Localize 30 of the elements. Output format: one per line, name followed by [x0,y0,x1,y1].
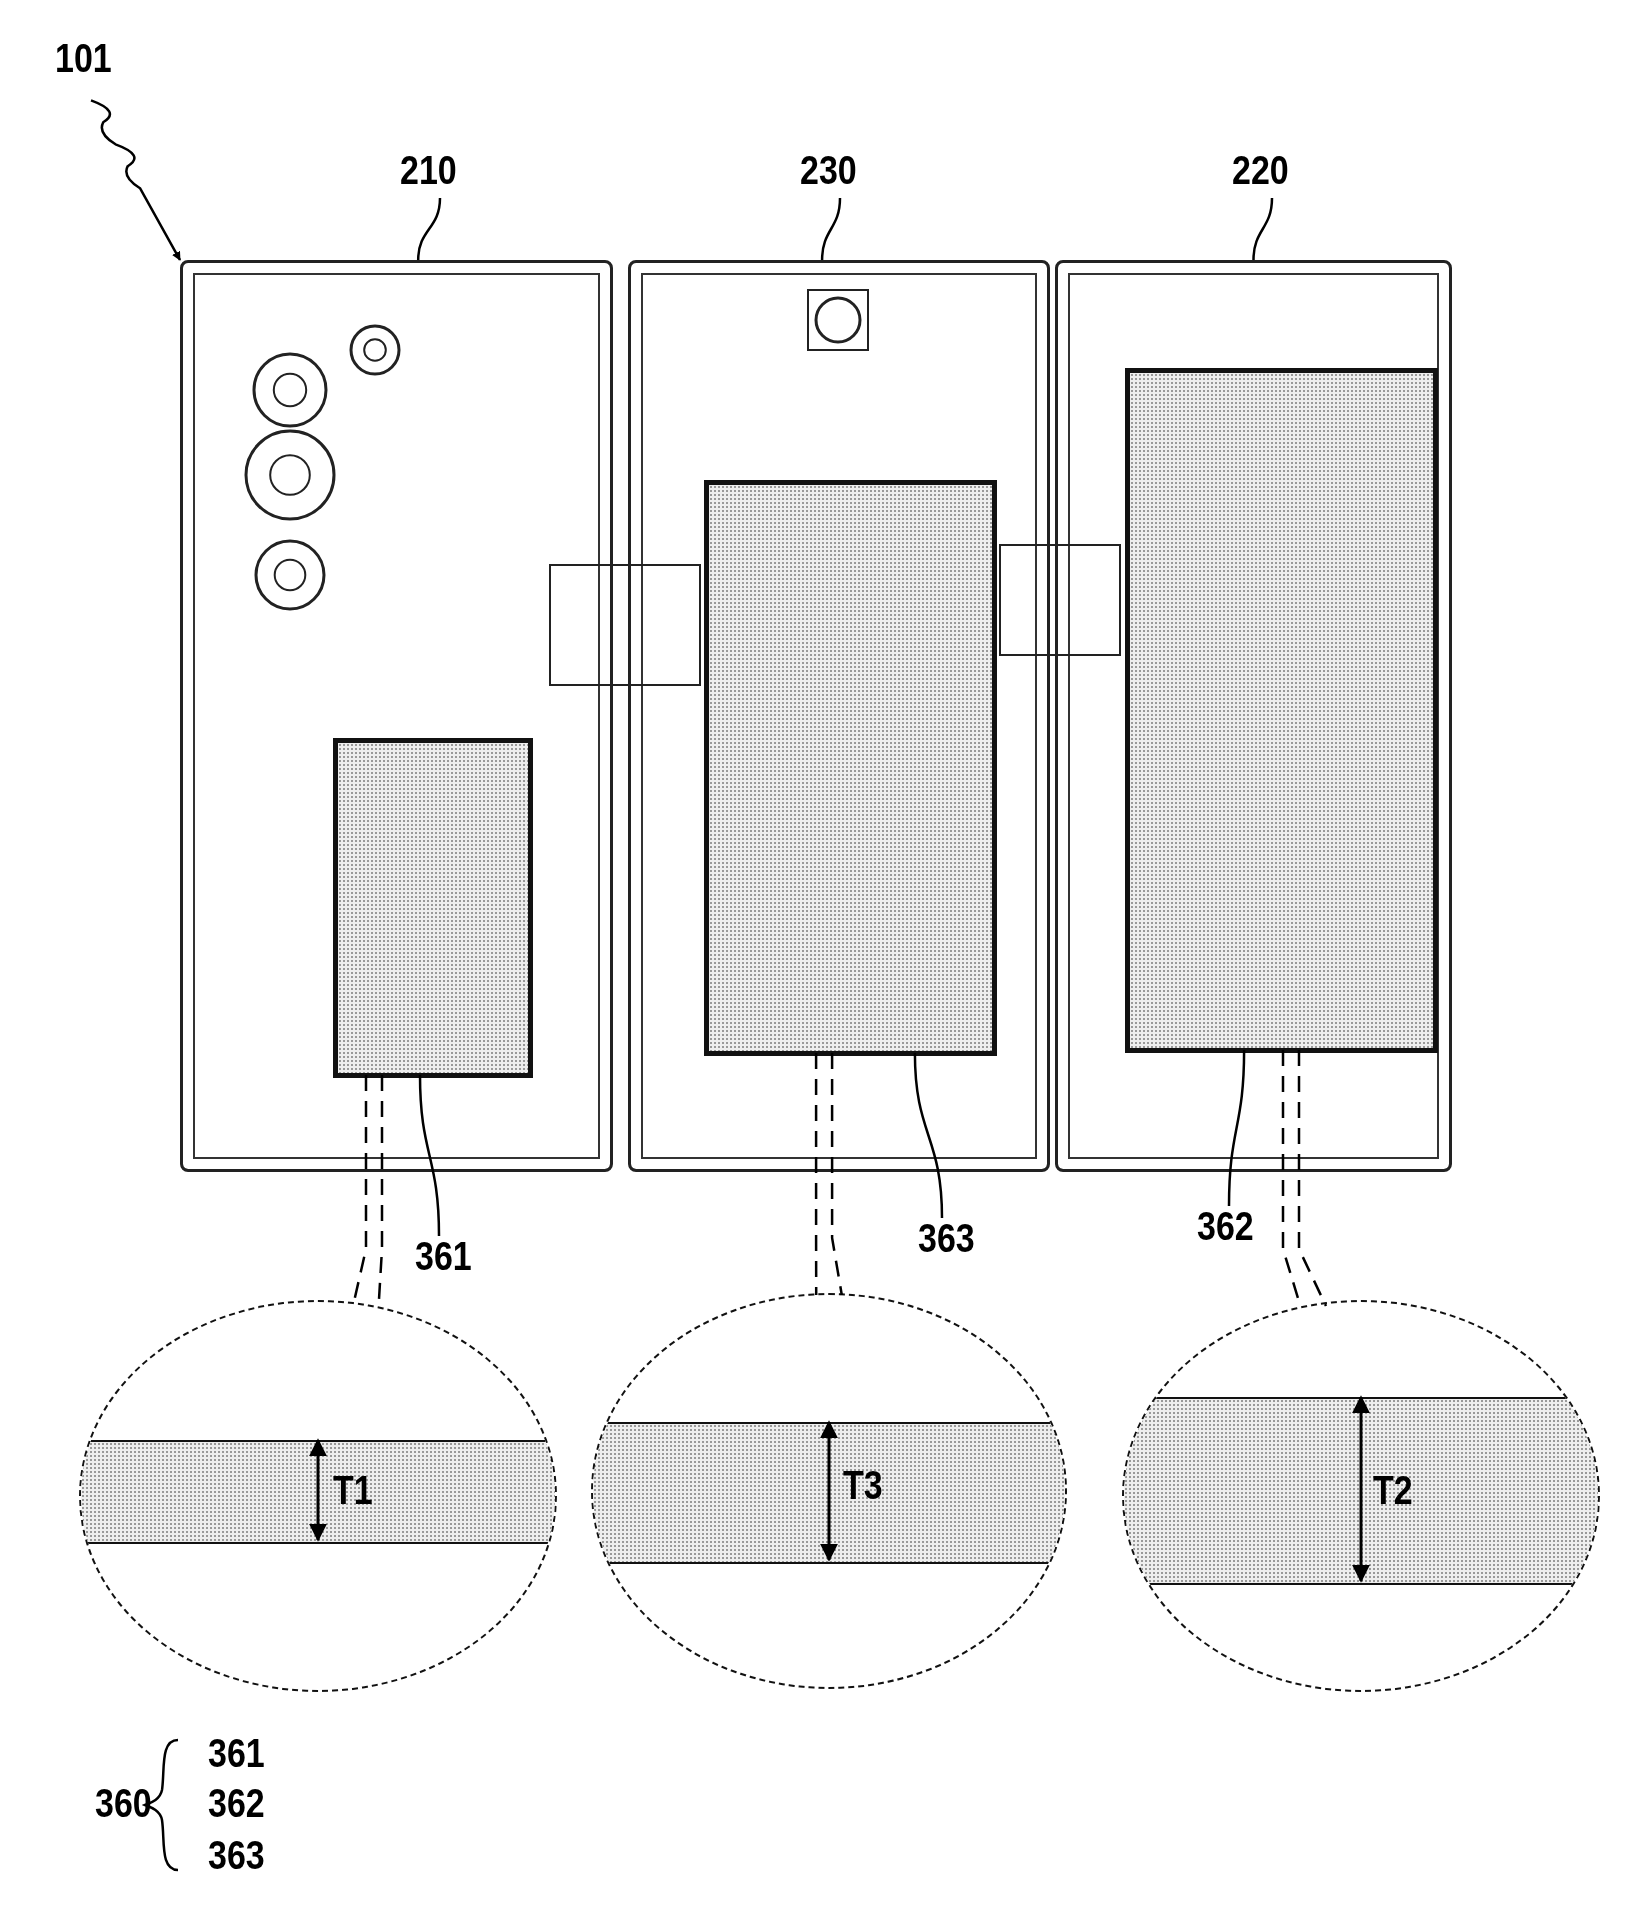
reference-numeral: 360 [95,1783,152,1823]
housing-panel [180,260,613,1172]
device-drawing [180,260,1452,1172]
housing-panel [628,260,1050,1172]
layer-part [333,738,533,1078]
reference-numeral: 363 [208,1835,265,1875]
reference-numeral: 101 [55,38,112,78]
reference-numeral: 362 [208,1783,265,1823]
reference-numeral: 220 [1232,150,1289,190]
leader-line [820,197,842,261]
reference-numeral: 230 [800,150,857,190]
reference-numeral: 210 [400,150,457,190]
leader-arrow [90,99,182,261]
leader-line [1227,1049,1246,1207]
dimension-label: T1 [333,1470,373,1510]
magnification-line [1281,1048,1328,1308]
reference-numeral: 361 [415,1236,472,1276]
housing-panel [1055,260,1452,1172]
layer-part [1125,368,1438,1053]
reference-numeral: 363 [918,1218,975,1258]
leader-line [416,197,442,261]
reference-numeral: 362 [1197,1206,1254,1246]
magnification-line [814,1051,844,1297]
dimension-label: T3 [843,1465,883,1505]
leader-line [418,1074,441,1237]
reference-numeral: 361 [208,1733,265,1773]
layer-part [704,480,997,1056]
leader-line [913,1052,944,1219]
leader-line [1252,197,1274,261]
dimension-label: T2 [1373,1470,1413,1510]
